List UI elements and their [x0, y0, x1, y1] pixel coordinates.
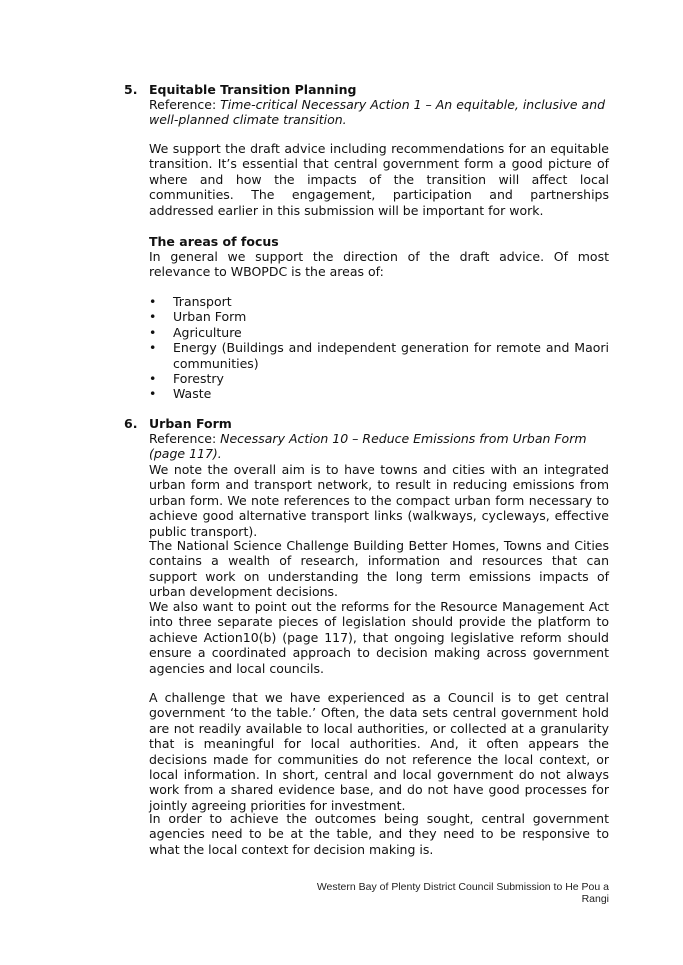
- focus-list: •Transport •Urban Form •Agriculture •Ene…: [149, 294, 609, 402]
- section-5-reference-label: Reference:: [149, 97, 221, 112]
- page-footer: Western Bay of Plenty District Council S…: [316, 881, 609, 905]
- focus-heading: The areas of focus: [149, 234, 279, 249]
- section-5-paragraph: We support the draft advice including re…: [149, 141, 609, 218]
- section-5-reference: Reference: Time-critical Necessary Actio…: [149, 97, 609, 128]
- bullet-icon: •: [149, 324, 157, 340]
- section-6-reference-label: Reference:: [149, 431, 221, 446]
- section-5-number: 5.: [124, 82, 138, 97]
- list-item: •Agriculture: [149, 324, 242, 340]
- section-6-number: 6.: [124, 416, 138, 431]
- bullet-icon: •: [149, 386, 157, 402]
- section-6-paragraph-4: A challenge that we have experienced as …: [149, 690, 609, 813]
- bullet-icon: •: [149, 340, 157, 356]
- list-item: •Transport: [149, 294, 232, 309]
- list-item: •Forestry: [149, 371, 224, 387]
- section-6-title: Urban Form: [149, 416, 232, 431]
- bullet-icon: •: [149, 371, 157, 387]
- list-item: •Waste: [149, 386, 212, 402]
- section-6-reference-text: Necessary Action 10 – Reduce Emissions f…: [149, 431, 587, 462]
- section-6-paragraph-2: The National Science Challenge Building …: [149, 538, 609, 600]
- section-6-paragraph-3: We also want to point out the reforms fo…: [149, 599, 609, 676]
- focus-paragraph: In general we support the direction of t…: [149, 249, 609, 280]
- section-6-paragraph-5: In order to achieve the outcomes being s…: [149, 811, 609, 857]
- list-item: •Energy (Buildings and independent gener…: [149, 340, 609, 371]
- bullet-icon: •: [149, 309, 157, 325]
- list-item: •Urban Form: [149, 309, 247, 325]
- bullet-icon: •: [149, 294, 157, 309]
- section-5-reference-text: Time-critical Necessary Action 1 – An eq…: [149, 97, 606, 128]
- section-6-paragraph-1: We note the overall aim is to have towns…: [149, 462, 609, 539]
- section-5-title: Equitable Transition Planning: [149, 82, 357, 97]
- section-6-reference: Reference: Necessary Action 10 – Reduce …: [149, 431, 609, 462]
